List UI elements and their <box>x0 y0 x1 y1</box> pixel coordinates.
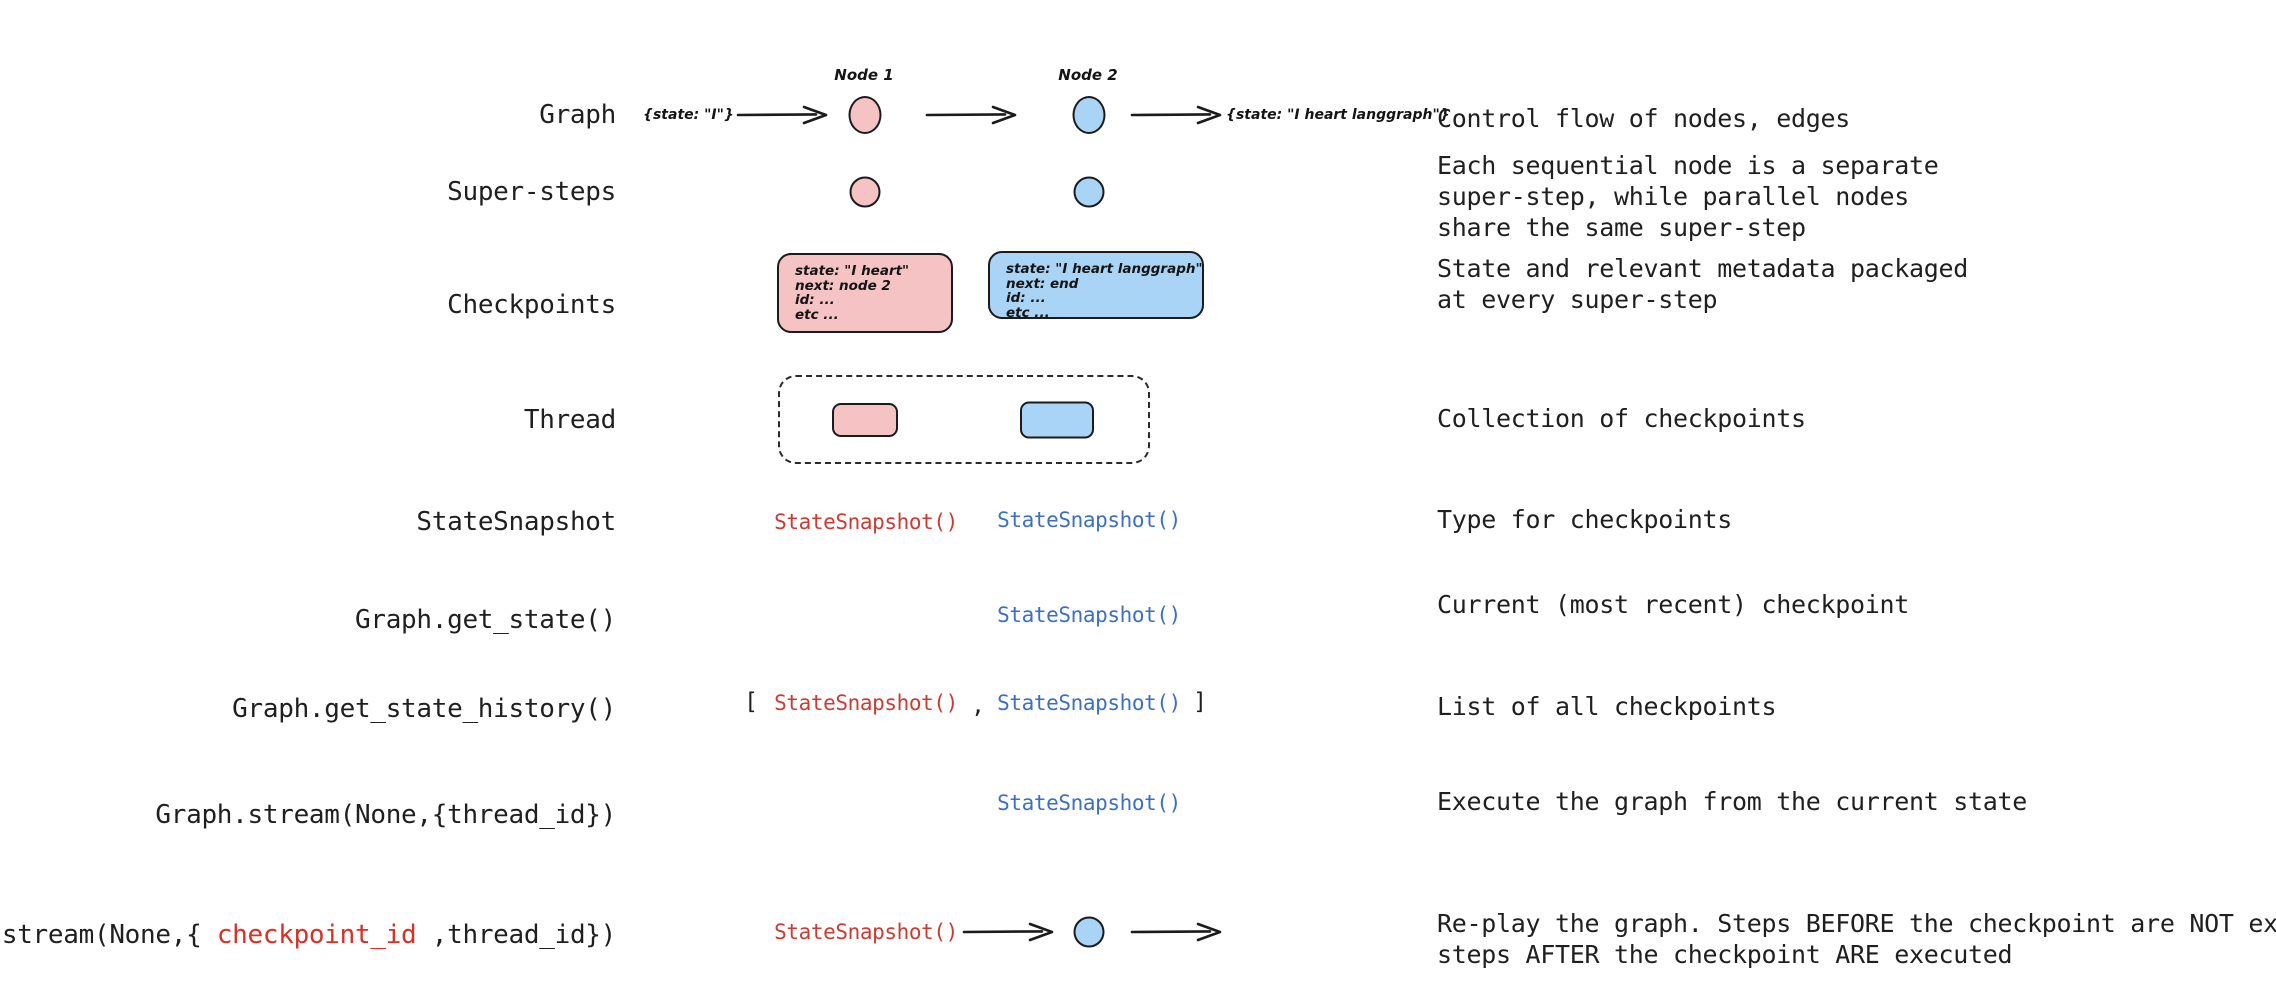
row-desc-stream-thread: Execute the graph from the current state <box>1437 787 2028 816</box>
node1-title: Node 1 <box>834 66 894 84</box>
history-open-bracket: [ <box>744 689 758 715</box>
statesnapshot-token-blue: StateSnapshot() <box>997 508 1181 532</box>
history-snapshot-red: StateSnapshot() <box>774 691 958 715</box>
superstep-node2-circle <box>1073 176 1105 208</box>
output-state-tag: {state: "I heart langgraph"} <box>1226 107 1450 123</box>
row-desc-checkpoints: State and relevant metadata packaged at … <box>1437 254 1969 314</box>
graph-node2-circle <box>1072 96 1106 134</box>
thread-container <box>778 375 1150 464</box>
edge-arrow-1 <box>736 105 828 125</box>
row-label-get-state-history: Graph.get_state_history() <box>232 694 616 724</box>
row-desc-stream-checkpoint: Re-play the graph. Steps BEFORE the chec… <box>1437 909 2276 969</box>
row-label-get-state: Graph.get_state() <box>354 605 616 635</box>
get-state-snapshot-token: StateSnapshot() <box>997 603 1181 627</box>
row-desc-graph: Control flow of nodes, edges <box>1437 104 1851 133</box>
replay-node-circle <box>1073 916 1105 948</box>
history-close-bracket: ] <box>1193 689 1207 715</box>
row-label-checkpoints: Checkpoints <box>447 290 616 320</box>
row-label-super-steps: Super-steps <box>447 177 616 207</box>
node2-title: Node 2 <box>1058 66 1118 84</box>
replay-arrow-2 <box>1130 922 1222 942</box>
history-snapshot-blue: StateSnapshot() <box>997 691 1181 715</box>
row-desc-get-state-history: List of all checkpoints <box>1437 692 1777 721</box>
row-desc-statesnapshot: Type for checkpoints <box>1437 505 1733 534</box>
stream-checkpoint-prefix: Graph.stream(None,{ <box>0 920 202 950</box>
row-desc-thread: Collection of checkpoints <box>1437 404 1806 433</box>
row-label-thread: Thread <box>523 405 616 435</box>
checkpoint-card-pink: state: "I heart" next: node 2 id: ... et… <box>777 253 953 333</box>
history-comma: , <box>971 693 985 719</box>
thread-checkpoint-pink <box>832 403 898 437</box>
row-label-statesnapshot: StateSnapshot <box>416 507 616 537</box>
row-label-stream-thread: Graph.stream(None,{thread_id}) <box>155 800 616 830</box>
replay-snapshot-token: StateSnapshot() <box>774 920 958 944</box>
stream-checkpoint-highlight: checkpoint_id <box>216 920 417 950</box>
edge-arrow-2 <box>925 105 1017 125</box>
stream-thread-snapshot-token: StateSnapshot() <box>997 791 1181 815</box>
thread-checkpoint-blue <box>1020 401 1094 439</box>
row-desc-super-steps: Each sequential node is a separate super… <box>1437 151 1939 242</box>
input-state-tag: {state: "I"} <box>643 107 734 123</box>
graph-node1-circle <box>848 96 882 134</box>
statesnapshot-token-red: StateSnapshot() <box>774 510 958 534</box>
replay-arrow-1 <box>962 922 1054 942</box>
row-label-stream-checkpoint: Graph.stream(None,{ checkpoint_id ,threa… <box>0 920 616 950</box>
checkpoint-card-blue: state: "I heart langgraph" next: end id:… <box>988 251 1204 320</box>
superstep-node1-circle <box>849 176 881 208</box>
stream-checkpoint-suffix: ,thread_id}) <box>416 920 617 950</box>
row-desc-get-state: Current (most recent) checkpoint <box>1437 590 1910 619</box>
row-label-graph: Graph <box>539 100 616 130</box>
edge-arrow-3 <box>1130 105 1222 125</box>
